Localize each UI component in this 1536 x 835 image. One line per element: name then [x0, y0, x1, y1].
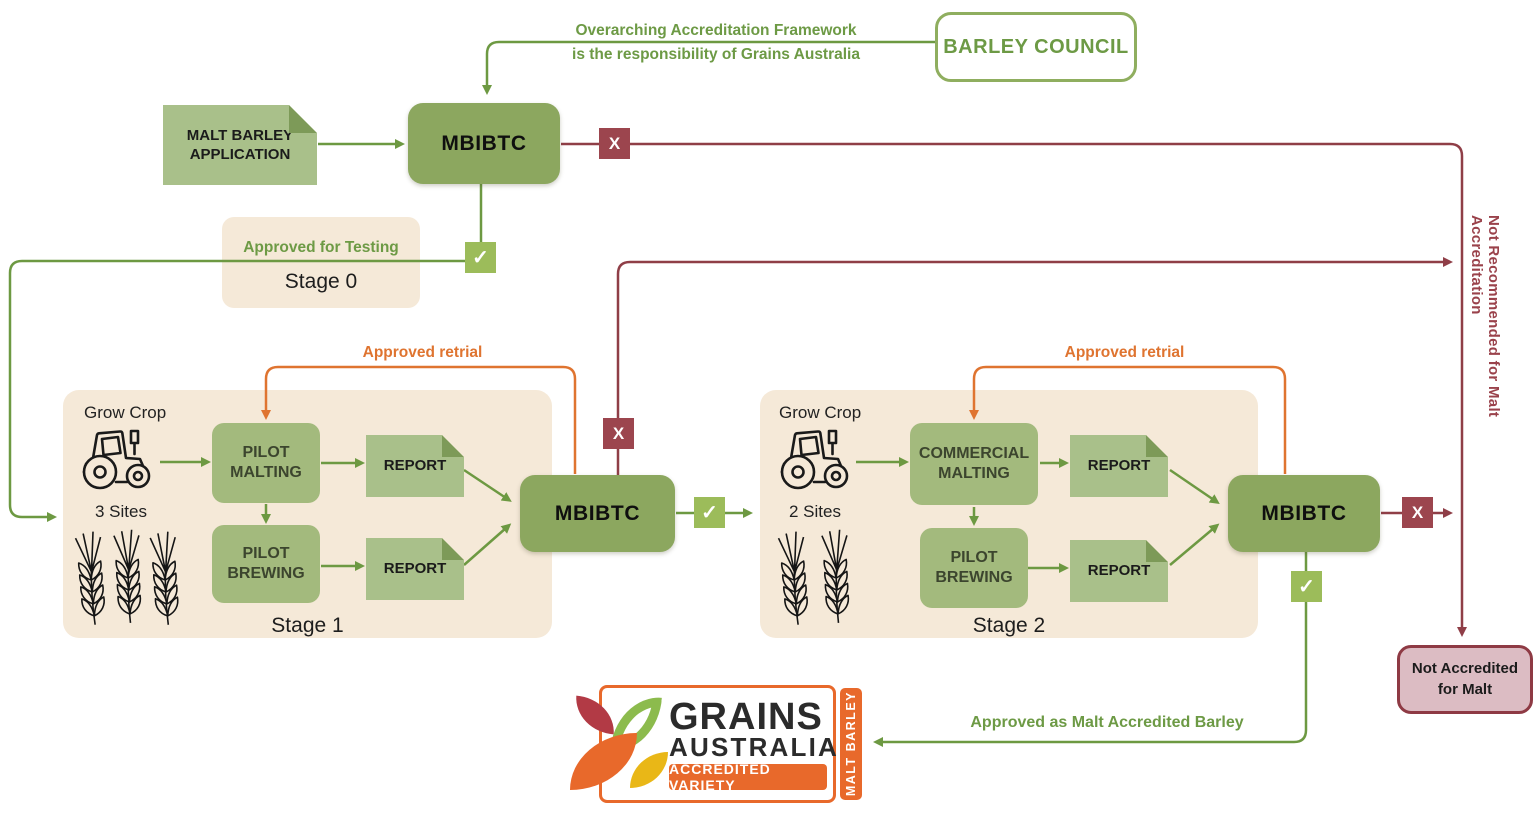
document-fold: [442, 538, 464, 560]
stage1-pilot-brewing-label: PILOT BREWING: [227, 545, 305, 582]
reject-x-icon: X: [1411, 502, 1424, 522]
stage2-malting-report-label: REPORT: [1087, 457, 1151, 475]
stage0-label: Stage 0: [284, 270, 358, 293]
mbibtc-box-3: MBIBTC: [1228, 475, 1380, 552]
stage1-panel: Grow Crop 3 Sites PILOT MALTING PILOT BR…: [63, 390, 552, 638]
stage1-retrial-label: Approved retrial: [362, 344, 483, 361]
mbibtc-box-2: MBIBTC: [520, 475, 675, 552]
stage2-pilot-brewing-box: PILOT BREWING: [920, 528, 1028, 608]
logo-australia-text: AUSTRALIA: [669, 732, 840, 762]
malt-barley-tab-label: MALT BARLEY: [844, 691, 858, 797]
not-accredited-box: Not Accredited for Malt: [1397, 645, 1533, 714]
stage1-pilot-malting-box: PILOT MALTING: [212, 423, 320, 503]
stage2-commercial-malting-box: COMMERCIAL MALTING: [910, 423, 1038, 505]
checkmark-icon: ✓: [1298, 576, 1315, 598]
checkmark-icon: ✓: [472, 247, 489, 269]
stage0-panel: Approved for Testing Stage 0: [222, 217, 420, 308]
barley-council-box: BARLEY COUNCIL: [935, 12, 1137, 82]
logo-accredited-variety-label: ACCREDITED VARIETY: [669, 761, 771, 793]
document-fold: [1146, 435, 1168, 457]
logo-accredited-variety-pill: ACCREDITED VARIETY: [669, 761, 827, 793]
wheat-icon: [149, 530, 183, 627]
stage1-brewing-report-doc: REPORT: [366, 538, 464, 600]
stage2-commercial-malting-label: COMMERCIAL MALTING: [918, 445, 1030, 482]
stage1-pilot-brewing-box: PILOT BREWING: [212, 525, 320, 603]
mbibtc-label: MBIBTC: [441, 131, 527, 155]
mbibtc-label: MBIBTC: [554, 501, 641, 525]
stage2-sites-label: 2 Sites: [789, 502, 841, 521]
not-accredited-label: Not Accredited for Malt: [1411, 660, 1519, 698]
approved-accredited-label: Approved as Malt Accredited Barley: [970, 714, 1244, 731]
mbibtc-box-1: MBIBTC: [408, 103, 560, 184]
malt-barley-application-doc: MALT BARLEY APPLICATION: [163, 105, 317, 185]
reject-x-icon: X: [612, 423, 625, 443]
stage1-grow-crop-label: Grow Crop: [84, 403, 167, 422]
barley-council-label: BARLEY COUNCIL: [943, 35, 1129, 58]
approve-badge-1: ✓: [465, 242, 496, 273]
stage2-label: Stage 2: [972, 614, 1046, 637]
reject-x-icon: X: [608, 133, 621, 153]
tractor-icon: [82, 429, 151, 490]
stage0-approved-label: Approved for Testing: [243, 239, 399, 256]
stage2-brewing-report-label: REPORT: [1087, 562, 1151, 580]
not-recommended-label: Not Recommended for Malt Accreditation: [1468, 215, 1502, 418]
stage1-brewing-report-label: REPORT: [383, 560, 447, 578]
framework-note-line2: is the responsibility of Grains Australi…: [572, 46, 860, 63]
wheat-icon: [777, 530, 812, 627]
reject-badge-1: X: [599, 128, 630, 159]
document-fold: [442, 435, 464, 457]
stage2-retrial-label: Approved retrial: [1064, 344, 1185, 361]
logo-grains-text: GRAINS: [669, 696, 823, 738]
malt-barley-application-label: MALT BARLEY APPLICATION: [186, 126, 294, 163]
tractor-icon: [780, 429, 849, 490]
stage1-label: Stage 1: [271, 614, 344, 637]
stage1-pilot-malting-label: PILOT MALTING: [230, 444, 302, 481]
reject-badge-2: X: [603, 418, 634, 449]
approve-badge-3: ✓: [1291, 571, 1322, 602]
stage1-sites-label: 3 Sites: [95, 502, 147, 521]
stage1-malting-report-doc: REPORT: [366, 435, 464, 497]
stage2-malting-report-doc: REPORT: [1070, 435, 1168, 497]
mbibtc-label: MBIBTC: [1261, 501, 1347, 525]
stage2-brewing-report-doc: REPORT: [1070, 540, 1168, 602]
stage1-malting-report-label: REPORT: [383, 457, 447, 475]
document-fold: [289, 105, 317, 133]
malt-barley-tab: MALT BARLEY: [840, 688, 862, 800]
document-fold: [1146, 540, 1168, 562]
wheat-icon: [820, 528, 853, 624]
checkmark-icon: ✓: [701, 502, 718, 524]
approve-badge-2: ✓: [694, 497, 725, 528]
reject-badge-3: X: [1402, 497, 1433, 528]
framework-note-line1: Overarching Accreditation Framework: [575, 22, 857, 39]
stage2-grow-crop-label: Grow Crop: [779, 403, 862, 422]
stage2-panel: Grow Crop 2 Sites COMMERCIAL MALTING PIL…: [760, 390, 1258, 638]
stage2-pilot-brewing-label: PILOT BREWING: [935, 549, 1013, 586]
